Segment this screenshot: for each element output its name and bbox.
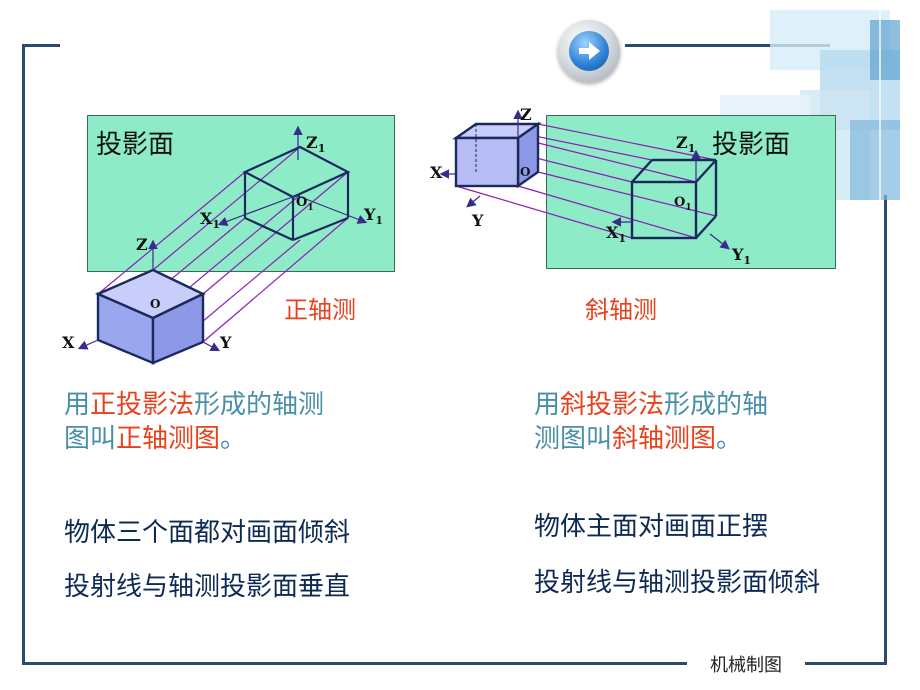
left-method-label: 正轴测 — [284, 296, 356, 324]
left-plane-label: 投影面 — [96, 130, 175, 160]
right-x-label: X — [430, 163, 443, 182]
right-bullet-2: 投射线与轴测投影面倾斜 — [534, 568, 821, 598]
left-orthographic-diagram: Z1 X1 Y1 O1 Z X Y O — [62, 125, 383, 365]
frame-top-right — [625, 44, 830, 47]
frame-bottom — [22, 662, 687, 665]
z1-label: Z1 — [306, 133, 325, 155]
right-plane-label: 投影面 — [712, 130, 791, 160]
right-projection-plane — [546, 115, 836, 269]
right-z1-label: Z1 — [676, 133, 695, 155]
left-bullet-2: 投射线与轴测投影面垂直 — [64, 572, 351, 602]
right-desc-line1: 用斜投影法形成的轴 — [534, 390, 769, 420]
frame-top-left — [22, 44, 60, 47]
right-oblique-diagram: Z X Y O Z1 X1 Y1 O1 — [430, 105, 751, 267]
y-label: Y — [219, 333, 232, 352]
right-y-label: Y — [471, 211, 484, 230]
z-label: Z — [136, 235, 148, 254]
next-button[interactable] — [558, 20, 620, 82]
right-bullet-1: 物体主面对画面正摆 — [534, 512, 769, 542]
frame-right — [884, 195, 887, 665]
x-label: X — [62, 333, 75, 352]
projected-oblique-cube — [630, 158, 718, 240]
left-projection-plane — [87, 115, 395, 272]
left-desc-line2: 图叫正轴测图。 — [64, 424, 247, 454]
projector-lines-right — [455, 123, 717, 239]
right-o-label: O — [520, 165, 530, 179]
right-description: 用斜投影法形成的轴 测图叫斜轴测图。 — [534, 388, 768, 456]
right-desc-line2: 测图叫斜轴测图。 — [534, 424, 743, 454]
right-method-label: 斜轴测 — [585, 296, 657, 324]
left-desc-line1: 用正投影法形成的轴测 — [64, 390, 325, 420]
right-x1-label: X1 — [606, 223, 626, 245]
right-z-label: Z — [520, 105, 532, 124]
left-description: 用正投影法形成的轴测 图叫正轴测图。 — [64, 388, 324, 456]
arrow-right-icon — [569, 31, 609, 71]
x1-label: X1 — [200, 209, 220, 231]
left-bullet-1: 物体三个面都对画面倾斜 — [64, 518, 351, 548]
footer-title: 机械制图 — [706, 651, 786, 677]
right-o1-label: O1 — [674, 195, 692, 213]
frame-left — [22, 44, 25, 664]
right-y1-label: Y1 — [731, 245, 751, 267]
o-label: O — [150, 297, 160, 311]
frame-bottom-right — [805, 662, 885, 665]
object-cube — [94, 268, 206, 365]
o1-label: O1 — [296, 195, 314, 213]
y1-label: Y1 — [363, 205, 383, 227]
projected-cube — [242, 145, 351, 242]
